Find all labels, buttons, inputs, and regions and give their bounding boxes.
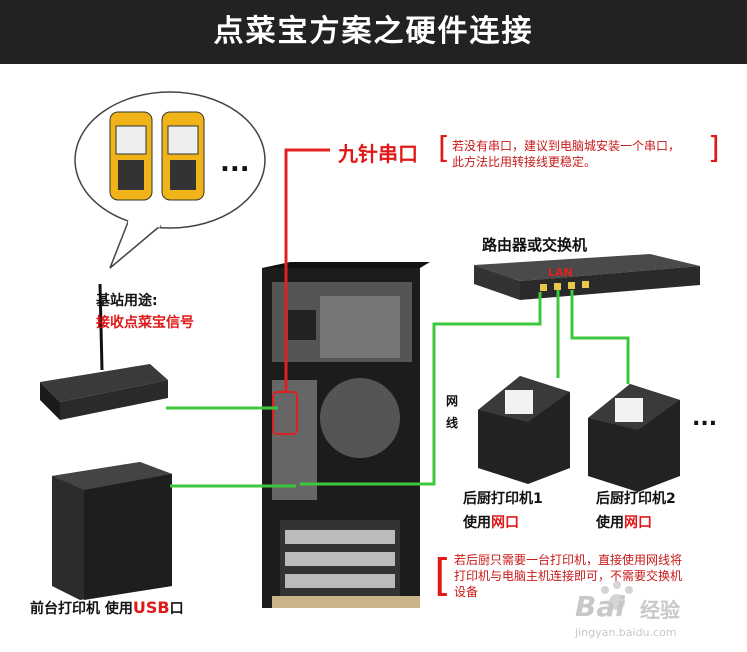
- kitchen-printer-1-use: 使用网口: [463, 512, 519, 532]
- handheld-phone-icon: [110, 112, 152, 200]
- watermark-brand: Bai: [575, 590, 625, 623]
- kitchen-ellipsis: ...: [692, 406, 717, 431]
- kitchen-printer-2-name: 后厨打印机2: [596, 488, 676, 508]
- router-label: 路由器或交换机: [482, 234, 587, 255]
- serial-note-line2: 此方法比用转接线更稳定。: [452, 154, 680, 170]
- base-station-label: 基站用途:: [96, 290, 158, 310]
- footer-bracket-left: [: [434, 554, 451, 598]
- watermark-url: jingyan.baidu.com: [575, 626, 677, 639]
- footer-note-line2: 打印机与电脑主机连接即可，不需要交换机: [454, 568, 682, 584]
- footer-note-line1: 若后厨只需要一台打印机，直接使用网线将: [454, 552, 682, 568]
- serial-port-label: 九针串口: [338, 138, 418, 167]
- router-icon: [474, 254, 700, 300]
- serial-note-line1: 若没有串口，建议到电脑城安装一个串口，: [452, 138, 680, 154]
- front-printer-icon: [52, 462, 172, 600]
- cable-label-2: 线: [446, 414, 458, 431]
- kitchen-printer-icon: [478, 376, 570, 484]
- cable-label-1: 网: [446, 392, 458, 409]
- lan-label: LAN: [548, 266, 573, 279]
- phones-ellipsis: ...: [220, 148, 250, 178]
- serial-note: 若没有串口，建议到电脑城安装一个串口， 此方法比用转接线更稳定。: [452, 138, 680, 170]
- kitchen-printer-icon: [588, 384, 680, 492]
- base-station-purpose: 接收点菜宝信号: [96, 312, 194, 332]
- footer-note: 若后厨只需要一台打印机，直接使用网线将 打印机与电脑主机连接即可，不需要交换机 …: [454, 552, 682, 600]
- handheld-phone-icon: [162, 112, 204, 200]
- note-bracket-right: ]: [708, 134, 720, 164]
- kitchen-printer-2-use: 使用网口: [596, 512, 652, 532]
- watermark-brand2: 经验: [640, 594, 680, 623]
- front-printer-label: 前台打印机 使用USB口: [30, 598, 184, 618]
- kitchen-printer-1-name: 后厨打印机1: [463, 488, 543, 508]
- note-bracket-left: [: [438, 134, 450, 164]
